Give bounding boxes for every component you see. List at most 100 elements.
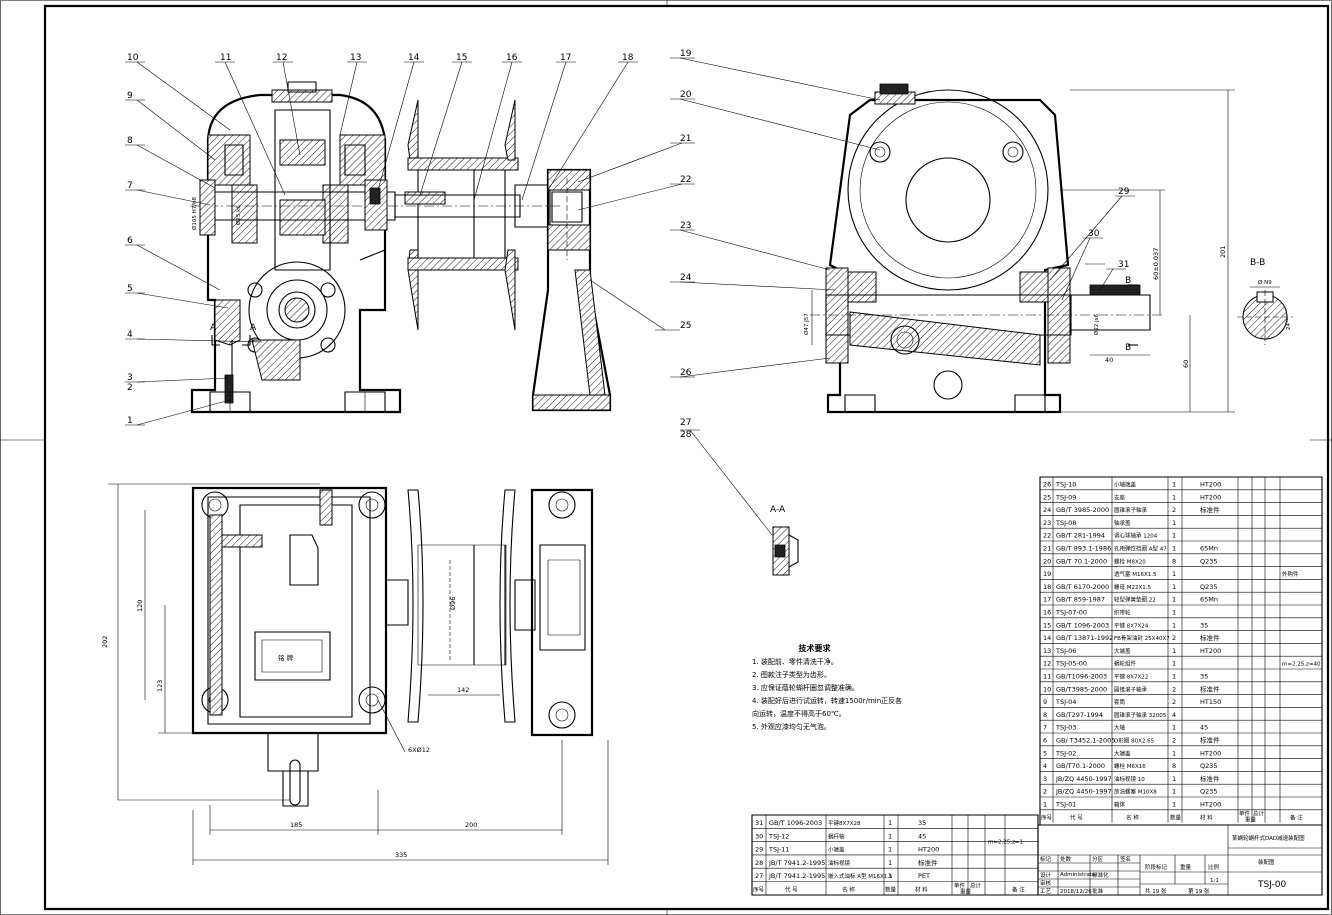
- part-name: 大端盖: [1114, 749, 1131, 757]
- part-qty: 1: [1172, 609, 1176, 617]
- balloon-30: 30: [1088, 229, 1100, 239]
- part-no: 16: [1043, 609, 1051, 617]
- part-name: 油标视镜 10: [1114, 775, 1145, 783]
- dim-40: 40: [1105, 356, 1113, 364]
- part-no: 20: [1043, 557, 1051, 565]
- part-name: 支座: [1114, 493, 1126, 501]
- part-qty: 1: [1172, 596, 1176, 604]
- part2-no: 31: [755, 819, 763, 827]
- part-material: Q235: [1200, 762, 1218, 770]
- part-code: JB/ZQ 4450-1997: [1055, 788, 1112, 796]
- part2-name: 嵌入式油标 A型 M16X1.5: [828, 872, 893, 880]
- part2-name: 油标视镜: [828, 859, 851, 867]
- tech-req-1: 1. 装配前、零件清洗干净。: [752, 658, 838, 666]
- part-code: TSJ-02: [1055, 749, 1076, 757]
- part-material: Q235: [1200, 557, 1218, 565]
- part-no: 13: [1043, 647, 1051, 655]
- part-qty: 4: [1172, 711, 1176, 719]
- part-material: 标准件: [1200, 736, 1220, 745]
- sheet-number: 第 19 张: [1188, 887, 1210, 895]
- hdr-name: 名 称: [1126, 813, 1139, 821]
- dim-bb-depth: 24⁺¹: [1285, 318, 1292, 330]
- balloon-17: 17: [560, 53, 571, 63]
- balloon-9: 9: [127, 91, 133, 101]
- designer-name: Administrator: [1060, 872, 1098, 878]
- tb-zone: 分区: [1092, 855, 1104, 863]
- part-material: 标准件: [1200, 774, 1220, 783]
- part-name: 织带轮: [1114, 609, 1131, 617]
- part2-no: 28: [755, 859, 763, 867]
- dim-phi25: Ø25 k6: [235, 205, 242, 225]
- part-qty: 2: [1172, 685, 1176, 693]
- part-material: Q235: [1200, 583, 1218, 591]
- hdr2-code: 代 号: [785, 886, 798, 894]
- dim-142: 142: [457, 686, 469, 694]
- balloon-24: 24: [680, 273, 692, 283]
- side-section-view: [810, 84, 1235, 412]
- part-name: 小轴端盖: [1114, 481, 1137, 489]
- balloon-6: 6: [127, 236, 133, 246]
- part-material: HT150: [1200, 698, 1221, 706]
- balloon-3: 3: [127, 373, 133, 383]
- part-material: 标准件: [1200, 684, 1220, 693]
- part-qty: 1: [1172, 724, 1176, 732]
- section-b-top: B: [1125, 276, 1131, 286]
- section-aa-title: A-A: [770, 505, 786, 515]
- part2-qty: 1: [888, 872, 892, 880]
- part2-material: HT200: [918, 846, 939, 854]
- part-material: 65Mn: [1200, 596, 1218, 604]
- part-name: 螺母 M22X1.5: [1114, 583, 1152, 591]
- balloon-22: 22: [680, 175, 691, 185]
- tech-req-5: 5. 外观应漆均匀无气泡。: [752, 723, 831, 731]
- hdr-no: 序号: [1041, 813, 1053, 821]
- part-material: 标准件: [1200, 505, 1220, 514]
- part-no: 7: [1043, 724, 1047, 732]
- parts-list-table: [1040, 477, 1322, 825]
- balloon-12: 12: [276, 53, 287, 63]
- balloon-20: 20: [680, 90, 692, 100]
- hdr2-no: 序号: [753, 886, 765, 894]
- balloon-5: 5: [127, 284, 133, 294]
- dim-phi47: Ø47 J57: [803, 313, 810, 335]
- part2-code: GB/T 1096-2003: [769, 819, 822, 827]
- dim-60k: 60±0.037: [1152, 248, 1160, 280]
- part-no: 6: [1043, 737, 1047, 745]
- balloon-4: 4: [127, 330, 133, 340]
- dimension-texts: 335 185 200 142 6XØ12 202 120 123 Ø96 20…: [101, 196, 1292, 859]
- part-code: TSJ-01: [1055, 801, 1076, 809]
- part-name: 箱体: [1114, 801, 1126, 809]
- part-code: GB/T 6170-2000: [1056, 583, 1109, 591]
- balloon-19: 19: [680, 49, 692, 59]
- front-section-view: [190, 82, 610, 412]
- part-code: TSJ-06: [1055, 647, 1076, 655]
- tb-stage: 阶段标记: [1145, 863, 1168, 871]
- part-qty: 8: [1172, 557, 1176, 565]
- part-no: 3: [1043, 775, 1047, 783]
- part-no: 4: [1043, 762, 1047, 770]
- part-code: GB/T1096-2003: [1056, 673, 1107, 681]
- part2-code: JB/T 7941.2-1995: [768, 859, 825, 867]
- parts-list2-table: [752, 815, 1038, 895]
- part-no: 23: [1043, 519, 1051, 527]
- part-no: 24: [1043, 506, 1051, 514]
- tech-req-2: 2. 图款注子类型为齿形。: [752, 671, 831, 679]
- part2-no: 29: [755, 846, 763, 854]
- balloon-16: 16: [506, 53, 518, 63]
- part-material: 65Mn: [1200, 545, 1218, 553]
- bb-section: [1237, 287, 1293, 345]
- top-view: [108, 484, 608, 865]
- section-bb-title: B-B: [1250, 258, 1265, 268]
- hdr-weight: 重量: [1245, 815, 1257, 823]
- part-no: 11: [1043, 673, 1051, 681]
- dim-bolt: 6XØ12: [408, 746, 430, 754]
- hdr2-note: 备 注: [1012, 886, 1025, 894]
- part2-name: 平键8X7X28: [828, 819, 861, 827]
- part-code: TSJ-04: [1055, 698, 1076, 706]
- drawing-title: 某蜗轮蜗杆式DAD减速装配图: [1232, 834, 1305, 842]
- part-code: GB/T 859-1987: [1056, 596, 1105, 604]
- balloon-11: 11: [220, 53, 231, 63]
- dim-123: 123: [156, 680, 164, 692]
- part-no: 14: [1043, 634, 1051, 642]
